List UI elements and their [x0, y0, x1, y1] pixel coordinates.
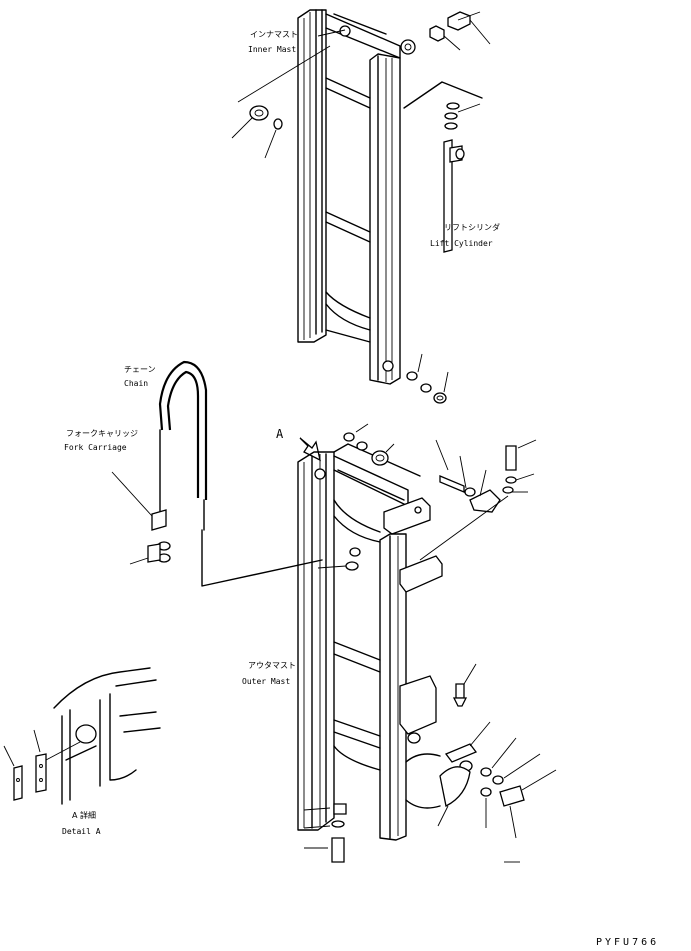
view-a-arrow [299, 437, 321, 462]
lift-cylinder-label-en: Lift Cylinder [430, 239, 493, 248]
view-a-marker: A [276, 427, 284, 441]
lift-cylinder-label-jp: リフトシリンダ [444, 222, 500, 232]
inner-mast-bottom-fasteners [406, 353, 449, 404]
fork-carriage-label-jp: フォークキャリッジ [66, 429, 138, 438]
detail-a-label-jp: A 詳細 [72, 810, 96, 820]
outer-mast: A [242, 427, 443, 841]
chain-label-en: Chain [124, 379, 148, 388]
detail-a-label-en: Detail A [62, 827, 101, 836]
top-bolt-assembly [429, 11, 491, 51]
fork-carriage-label-en: Fork Carriage [64, 443, 127, 452]
inner-mast: インナマスト Inner Mast [248, 9, 416, 385]
inner-mast-roller [231, 45, 331, 159]
lift-cylinder: リフトシリンダ Lift Cylinder [430, 139, 500, 253]
cylinder-top-washers [403, 81, 483, 130]
inner-mast-label-jp: インナマスト [250, 30, 298, 39]
outer-mast-bottom-fasteners [303, 803, 347, 863]
outer-mast-label-en: Outer Mast [242, 677, 290, 686]
detail-a: A 詳細 Detail A [3, 667, 161, 836]
outer-mast-top-fasteners [343, 423, 537, 561]
chain-anchor-top [400, 39, 416, 55]
roller-right-bottom [382, 360, 394, 372]
outer-mast-label-jp: アウタマスト [248, 661, 296, 670]
chain-label-jp: チェーン [124, 365, 156, 374]
chain: チェーン Chain [124, 360, 323, 587]
drawing-code: PYFU766 [596, 937, 659, 948]
fork-carriage-link: フォークキャリッジ Fork Carriage [64, 429, 171, 565]
outer-mast-lower-fasteners [437, 663, 557, 863]
inner-mast-label-en: Inner Mast [248, 45, 296, 54]
